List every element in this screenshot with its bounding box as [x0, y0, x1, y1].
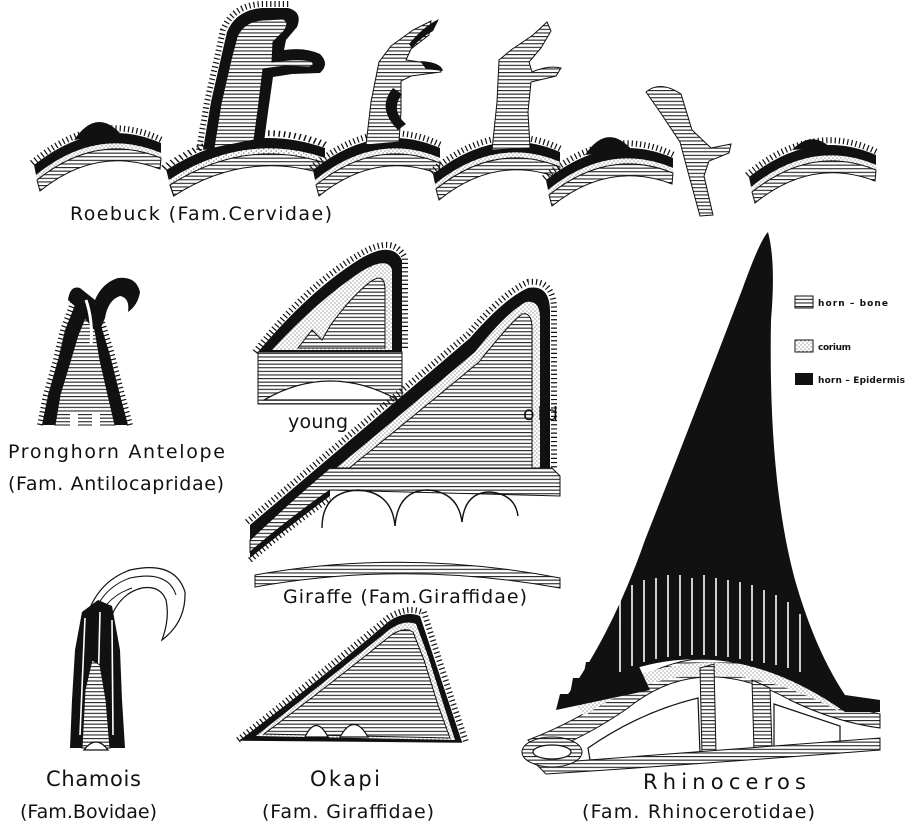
giraffe-old-label: old	[523, 403, 558, 425]
roebuck-stage-1-skull	[32, 128, 162, 191]
pronghorn-family: (Fam. Antilocapridae)	[8, 473, 224, 495]
roebuck-stage-4-antler-bone	[492, 22, 561, 150]
rhinoceros-diagram: Rhinoceros (Fam. Rhinocerotidae)	[522, 232, 880, 823]
giraffe-diagram: young old Giraffe (Fam.Giraffidae)	[247, 245, 560, 608]
rhino-strut-1	[700, 664, 716, 754]
legend-swatch-corium	[795, 340, 813, 352]
roebuck-shed-antler	[646, 86, 731, 216]
chamois-lamella-3	[112, 620, 113, 735]
giraffe-old-sinus-2	[395, 490, 462, 526]
pronghorn-diagram: Pronghorn Antelope (Fam. Antilocapridae)	[8, 278, 225, 495]
legend-swatch-horn-epidermis	[795, 373, 813, 385]
giraffe-skull-section	[255, 562, 560, 588]
okapi-diagram: Okapi (Fam. Giraffidae)	[238, 610, 466, 823]
legend-swatch-horn-bone	[795, 296, 813, 308]
pronghorn-base-notch-left	[70, 413, 78, 426]
roebuck-stage-7-skull	[747, 140, 877, 203]
giraffe-old-sinus-3	[462, 492, 518, 522]
okapi-family: (Fam. Giraffidae)	[262, 801, 434, 823]
pronghorn-name: Pronghorn Antelope	[8, 441, 225, 463]
pronghorn-base-notch-right	[92, 413, 100, 426]
legend-label-horn-bone: horn – bone	[818, 299, 888, 309]
legend-label-horn-epidermis: horn – Epidermis	[818, 376, 905, 386]
rhinoceros-family: (Fam. Rhinocerotidae)	[582, 801, 815, 823]
roebuck-series: Roebuck (Fam.Cervidae)	[32, 4, 877, 225]
rhino-strut-2	[752, 680, 772, 750]
okapi-name: Okapi	[310, 767, 380, 791]
roebuck-label: Roebuck (Fam.Cervidae)	[70, 203, 332, 225]
giraffe-young-label: young	[288, 411, 348, 433]
rhinoceros-name: Rhinoceros	[643, 770, 806, 794]
chamois-family: (Fam.Bovidae)	[20, 801, 157, 823]
roebuck-stage-3-antler-bone	[366, 21, 441, 145]
giraffe-label: Giraffe (Fam.Giraffidae)	[283, 586, 527, 608]
legend: horn – bone corium horn – Epidermis	[795, 296, 905, 386]
giraffe-old-sinus-1	[322, 490, 395, 528]
legend-label-corium: corium	[818, 343, 851, 353]
giraffe-old-skull	[250, 468, 560, 552]
chamois-name: Chamois	[46, 767, 141, 791]
roebuck-stage-5-skull	[544, 143, 674, 206]
chamois-diagram: Chamois (Fam.Bovidae)	[20, 568, 185, 823]
rhino-bone-oval-cavity	[533, 745, 571, 759]
